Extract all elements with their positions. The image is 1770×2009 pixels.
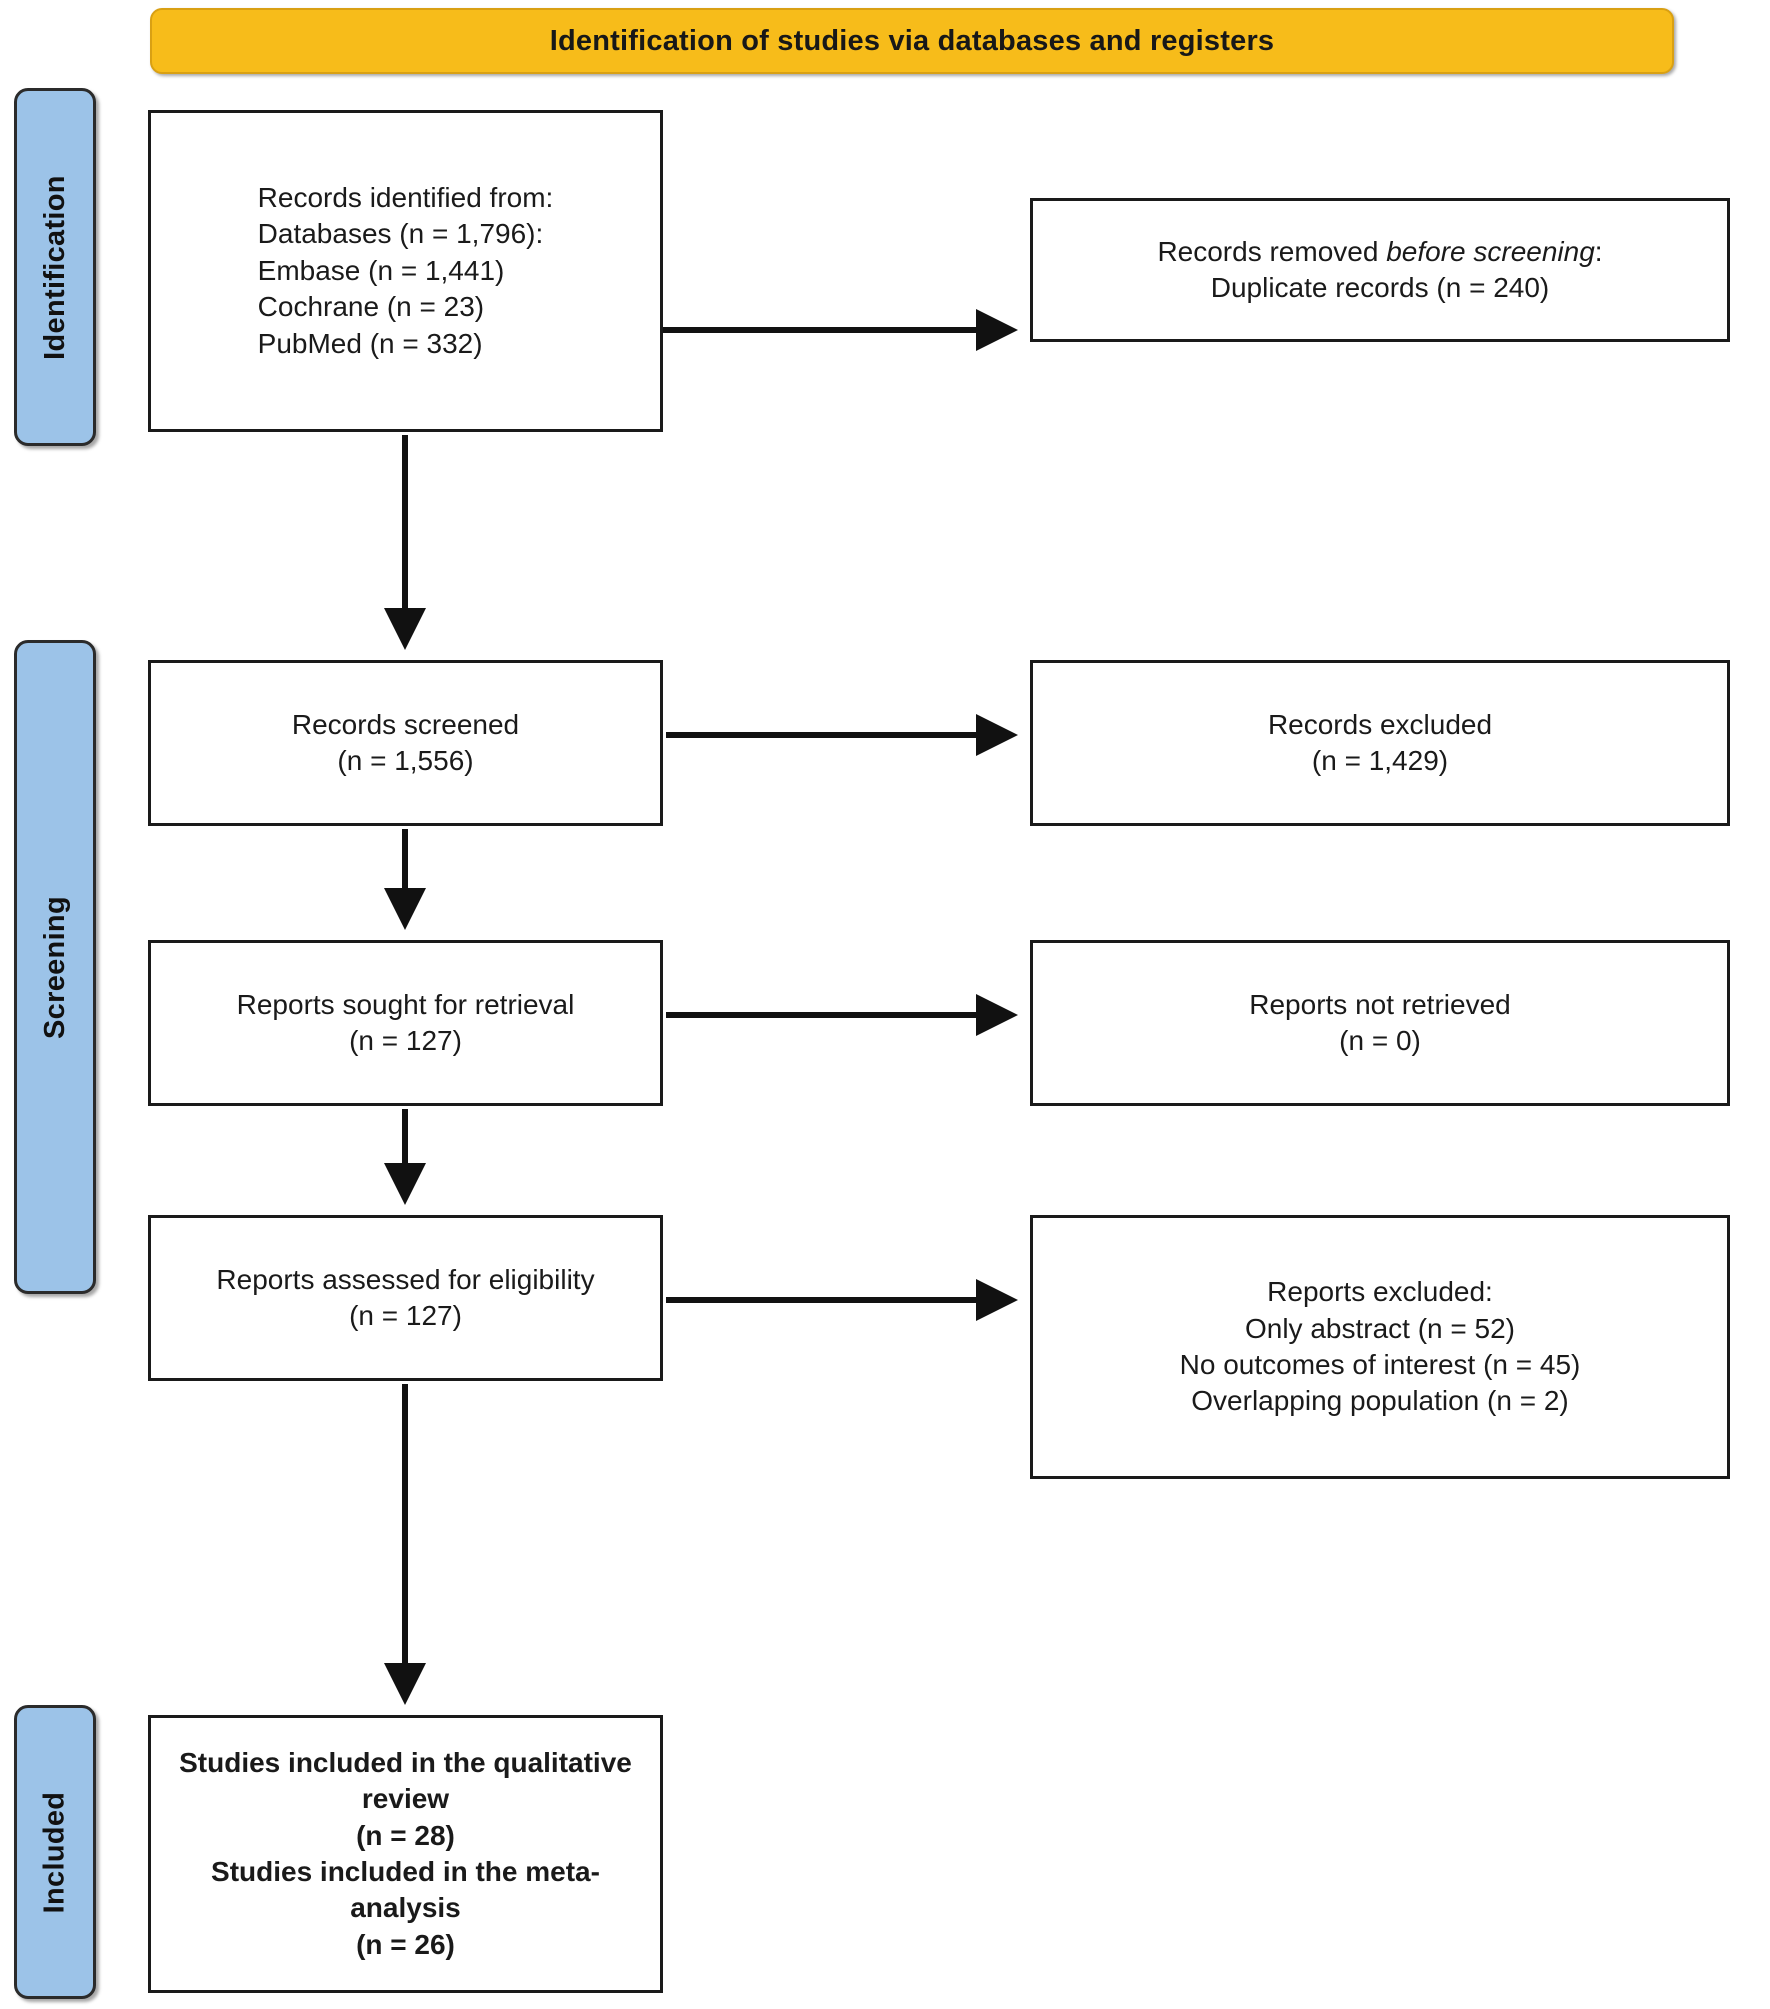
removed-line1-italic: before screening: [1386, 235, 1595, 267]
stage-pill-identification: Identification: [14, 88, 96, 446]
box-studies-included: Studies included in the qualitative revi…: [148, 1715, 663, 1993]
box-records-excluded-text: Records excluded (n = 1,429): [1267, 708, 1493, 776]
diagram-header-banner: Identification of studies via databases …: [150, 8, 1674, 74]
box-reports-not-retrieved: Reports not retrieved (n = 0): [1030, 940, 1730, 1106]
stage-label-identification: Identification: [38, 174, 71, 360]
box-records-removed: Records removed before screening: Duplica…: [1030, 198, 1730, 342]
diagram-title: Identification of studies via databases …: [549, 24, 1275, 57]
box-records-removed-text: Records removed before screening: Duplica…: [1157, 234, 1602, 307]
box-reports-excluded: Reports excluded: Only abstract (n = 52)…: [1030, 1215, 1730, 1479]
box-records-screened-text: Records screened (n = 1,556): [291, 708, 520, 776]
box-reports-sought-text: Reports sought for retrieval (n = 127): [236, 988, 575, 1056]
stage-pill-screening: Screening: [14, 640, 96, 1294]
box-reports-assessed-text: Reports assessed for eligibility (n = 12…: [216, 1263, 595, 1331]
removed-line1-prefix: Records removed: [1157, 235, 1387, 267]
stage-label-included: Included: [38, 1791, 71, 1913]
box-records-identified-text: Records identified from: Databases (n = …: [257, 182, 554, 359]
box-reports-not-retrieved-text: Reports not retrieved (n = 0): [1249, 988, 1511, 1056]
removed-line1-suffix: :: [1594, 235, 1603, 267]
box-records-screened: Records screened (n = 1,556): [148, 660, 663, 826]
box-records-identified: Records identified from: Databases (n = …: [148, 110, 663, 432]
box-reports-excluded-text: Reports excluded: Only abstract (n = 52)…: [1179, 1276, 1581, 1417]
box-reports-sought: Reports sought for retrieval (n = 127): [148, 940, 663, 1106]
box-studies-included-text: Studies included in the qualitative revi…: [179, 1746, 632, 1960]
stage-label-screening: Screening: [38, 895, 71, 1039]
removed-line2: Duplicate records (n = 240): [1210, 272, 1550, 303]
box-reports-assessed: Reports assessed for eligibility (n = 12…: [148, 1215, 663, 1381]
stage-pill-included: Included: [14, 1705, 96, 1999]
box-records-excluded: Records excluded (n = 1,429): [1030, 660, 1730, 826]
